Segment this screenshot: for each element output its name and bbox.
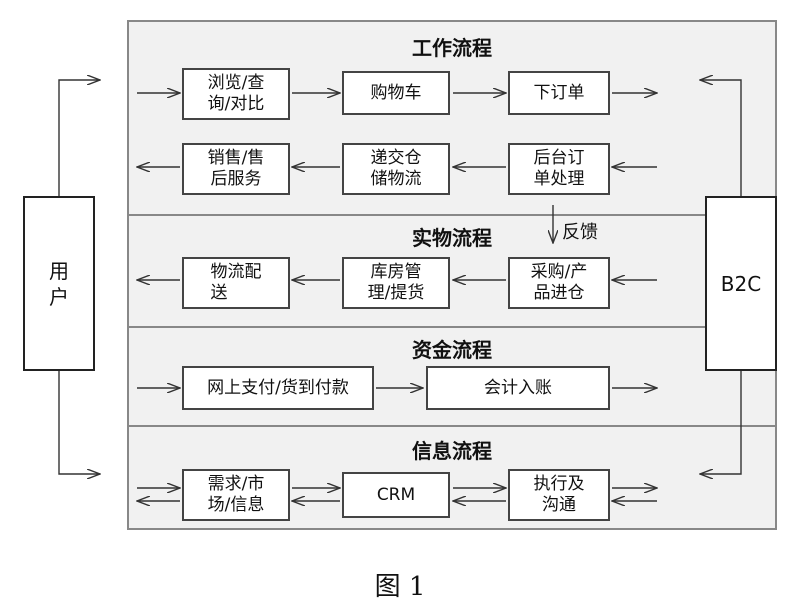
user-box: 用户: [23, 196, 95, 371]
crm-box: CRM: [342, 472, 450, 518]
warehouse-logistics-box: 递交仓储物流: [342, 143, 450, 195]
section-title-fund: 资金流程: [412, 338, 492, 362]
section-divider-fund: [127, 326, 777, 328]
purchase-box: 采购/产品进仓: [508, 257, 610, 309]
after-sales-box: 销售/售后服务: [182, 143, 290, 195]
browse-query-box: 浏览/查询/对比: [182, 68, 290, 120]
inventory-box: 库房管理/提货: [342, 257, 450, 309]
demand-market-box: 需求/市场/信息: [182, 469, 290, 521]
section-title-physical: 实物流程: [412, 226, 492, 250]
figure-caption: 图 1: [374, 572, 426, 602]
section-divider-info: [127, 425, 777, 427]
delivery-box: 物流配送: [182, 257, 290, 309]
feedback-label: 反馈: [562, 222, 598, 243]
section-title-info: 信息流程: [412, 439, 492, 463]
section-title-work: 工作流程: [412, 36, 492, 60]
cart-box: 购物车: [342, 71, 450, 115]
execute-communicate-box: 执行及沟通: [508, 469, 610, 521]
place-order-box: 下订单: [508, 71, 610, 115]
accounting-box: 会计入账: [426, 366, 610, 410]
payment-box: 网上支付/货到付款: [182, 366, 374, 410]
section-divider-physical: [127, 214, 777, 216]
backend-order-box: 后台订单处理: [508, 143, 610, 195]
b2c-box: B2C: [705, 196, 777, 371]
